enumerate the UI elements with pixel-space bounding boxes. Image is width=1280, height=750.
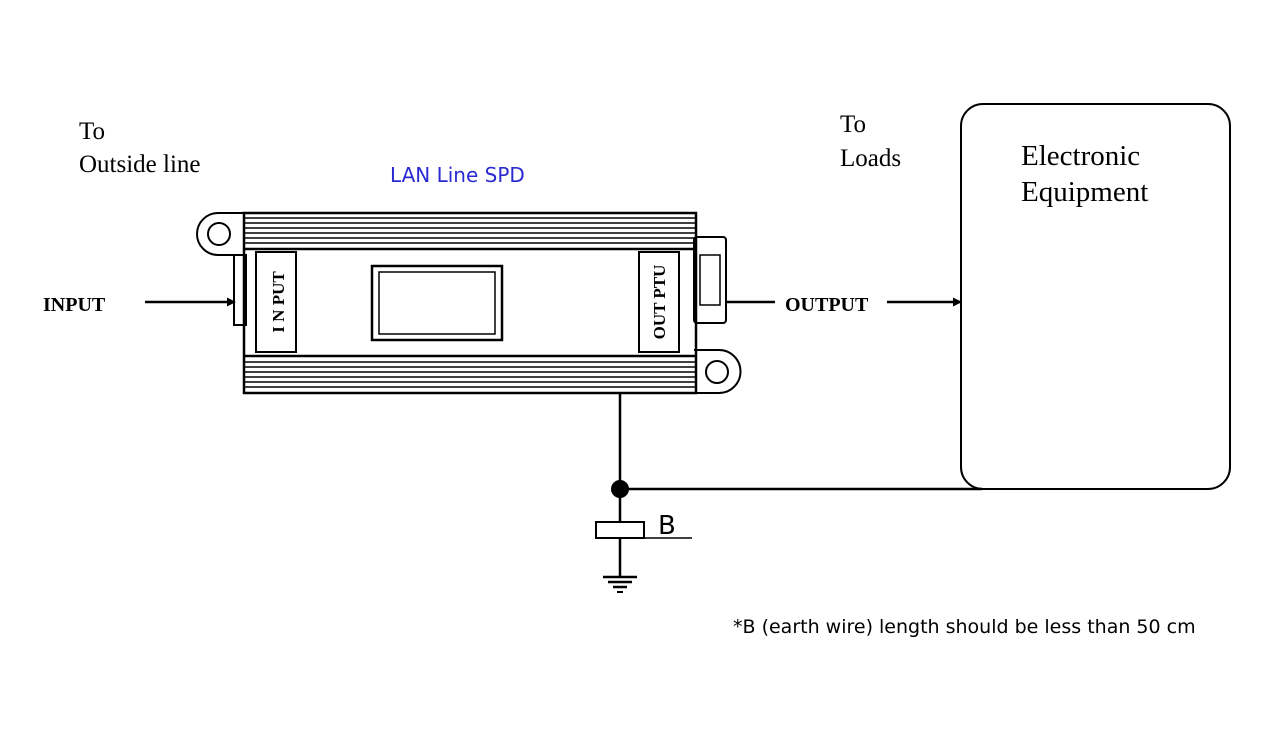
junction-dot [611,480,629,498]
outside-line-label-line1: To [79,118,105,145]
equipment-outline [960,103,1231,490]
outside-line-label: To Outside line [79,118,201,178]
input-arrow-label: INPUT [43,294,106,316]
loads-label-line1: To [840,111,866,138]
output-port-label: OUT PTU [650,265,669,340]
input-arrow: INPUT [43,294,236,316]
spd-title: LAN Line SPD [390,163,525,187]
earth-label: B [658,511,676,541]
footnote: *B (earth wire) length should be less th… [733,616,1196,638]
input-connector [233,254,247,326]
equipment-label-line1: Electronic [1021,140,1140,172]
spd-device: I N PUT OUT PTU [196,211,742,395]
mounting-hole-icon [196,212,246,256]
output-port-panel [638,251,680,353]
top-rib-band [244,217,696,251]
ground-symbol-icon [603,575,637,593]
input-port-label: I N PUT [269,271,288,333]
loads-label-line2: Loads [840,145,901,172]
spd-body [242,211,698,395]
input-port-panel [255,251,297,353]
earth-length-marker [595,521,645,539]
equipment-label-line2: Equipment [1021,176,1148,208]
mounting-hole-icon [694,349,742,394]
bottom-rib-band [244,354,696,388]
output-arrow-label: OUTPUT [785,294,869,316]
electronic-equipment-box: Electronic Equipment [960,103,1231,490]
output-connector [693,236,727,324]
outside-line-label-line2: Outside line [79,151,201,178]
output-arrow: OUTPUT [727,294,962,316]
loads-label: To Loads [840,111,901,172]
earth-wiring: B [595,393,982,593]
display-window [370,264,504,342]
